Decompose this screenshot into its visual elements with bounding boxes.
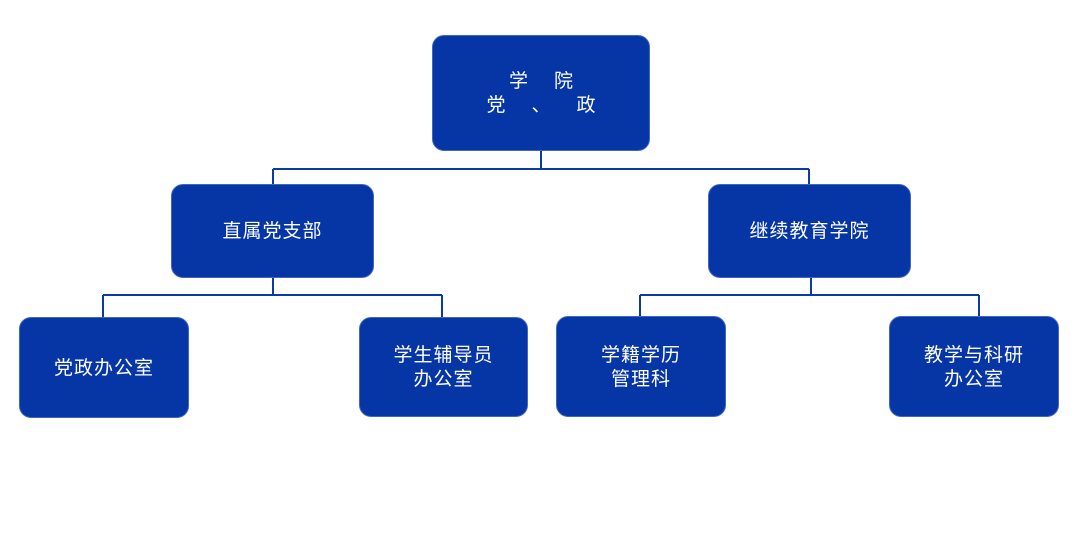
node-teaching-research-office-line-2: 办公室 bbox=[943, 367, 1004, 390]
node-continuing-education: 继续教育学院 bbox=[708, 184, 911, 278]
root-node-line-1: 学 院 bbox=[508, 70, 584, 92]
node-party-admin-office: 党政办公室 bbox=[19, 317, 189, 418]
node-party-branch-label: 直属党支部 bbox=[222, 220, 323, 242]
node-party-admin-office-label: 党政办公室 bbox=[53, 356, 154, 379]
node-student-records-section: 学籍学历 管理科 bbox=[556, 316, 726, 417]
node-student-counselor-office-line-1: 学生辅导员 bbox=[393, 344, 494, 366]
node-student-records-section-line-1: 学籍学历 bbox=[600, 343, 681, 366]
node-student-records-section-line-2: 管理科 bbox=[610, 367, 671, 390]
root-node-college-party-admin: 学 院 党 、 政 bbox=[432, 35, 650, 151]
root-node-line-2: 党 、 政 bbox=[486, 94, 606, 116]
node-student-counselor-office-line-2: 办公室 bbox=[413, 368, 474, 390]
node-teaching-research-office: 教学与科研 办公室 bbox=[889, 316, 1059, 417]
node-teaching-research-office-line-1: 教学与科研 bbox=[923, 343, 1024, 366]
node-student-counselor-office: 学生辅导员 办公室 bbox=[359, 317, 528, 417]
node-continuing-education-label: 继续教育学院 bbox=[749, 220, 870, 242]
node-party-branch: 直属党支部 bbox=[171, 184, 374, 278]
